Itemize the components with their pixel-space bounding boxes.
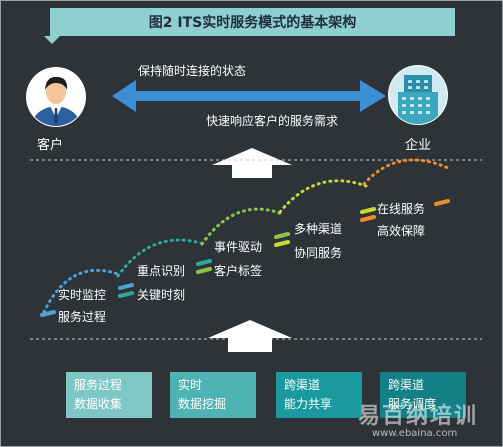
step-bar-5b	[434, 199, 450, 206]
stage-5-upper: 在线服务	[377, 202, 426, 216]
building-icon	[388, 65, 448, 125]
step-bar-2b	[196, 259, 212, 266]
capability-box-1-line2: 数据收集	[74, 397, 123, 411]
watermark-url: www.ebaina.com	[372, 428, 458, 439]
stage-3-upper: 事件驱动	[214, 240, 263, 254]
step-bar-1b	[118, 283, 134, 290]
stage-4-lower: 协同服务	[294, 246, 343, 260]
stage-arc-4	[278, 179, 368, 214]
diagram-title: 图2 ITS实时服务模式的基本架构	[50, 8, 455, 36]
step-bar-3a	[196, 267, 212, 274]
capability-box-2: 实时 数据挖掘	[170, 372, 256, 418]
capability-box-2-line1: 实时	[178, 378, 203, 392]
stage-arc-5	[362, 158, 450, 186]
stage-arc-2	[116, 238, 206, 278]
stage-arc-1	[42, 268, 120, 314]
step-bar-4a	[274, 240, 290, 247]
stage-4-upper: 多种渠道	[294, 222, 343, 236]
capability-box-3-line2: 能力共享	[284, 397, 333, 411]
capability-box-1-line1: 服务过程	[74, 378, 123, 392]
capability-box-4: 跨渠道 服务调度	[380, 372, 466, 418]
step-bar-3b	[274, 232, 290, 239]
stage-2-upper: 重点识别	[137, 264, 186, 278]
stage-5-lower: 高效保障	[377, 224, 426, 238]
stage-1-upper: 实时监控	[58, 288, 107, 302]
stage-2-lower: 关键时刻	[137, 288, 186, 302]
up-arrow-top	[212, 148, 292, 178]
customer-label: 客户	[37, 138, 64, 153]
capability-box-4-line2: 服务调度	[388, 397, 437, 411]
bidirectional-arrow	[112, 80, 386, 112]
capability-box-2-line2: 数据挖掘	[178, 397, 227, 411]
stage-arc-3	[200, 207, 284, 246]
stage-3-lower: 客户标签	[214, 264, 263, 278]
arrow-top-label: 保持随时连接的状态	[138, 64, 247, 78]
enterprise-label: 企业	[405, 138, 432, 153]
step-bar-4b	[360, 207, 376, 214]
capability-box-1: 服务过程 数据收集	[66, 372, 152, 418]
arrow-bottom-label: 快速响应客户的服务需求	[206, 114, 339, 128]
step-bar-5a	[360, 215, 376, 222]
person-avatar-icon	[26, 67, 86, 127]
capability-box-4-line1: 跨渠道	[388, 378, 425, 392]
watermark-text: 易百纳培训	[358, 404, 479, 429]
title-pointer	[44, 36, 60, 44]
step-bar-2a	[118, 291, 134, 298]
up-arrow-bottom	[208, 320, 292, 352]
step-bar-1a	[40, 310, 56, 317]
capability-box-3-line1: 跨渠道	[284, 378, 321, 392]
stage-1-lower: 服务过程	[58, 310, 107, 324]
capability-box-3: 跨渠道 能力共享	[276, 372, 362, 418]
